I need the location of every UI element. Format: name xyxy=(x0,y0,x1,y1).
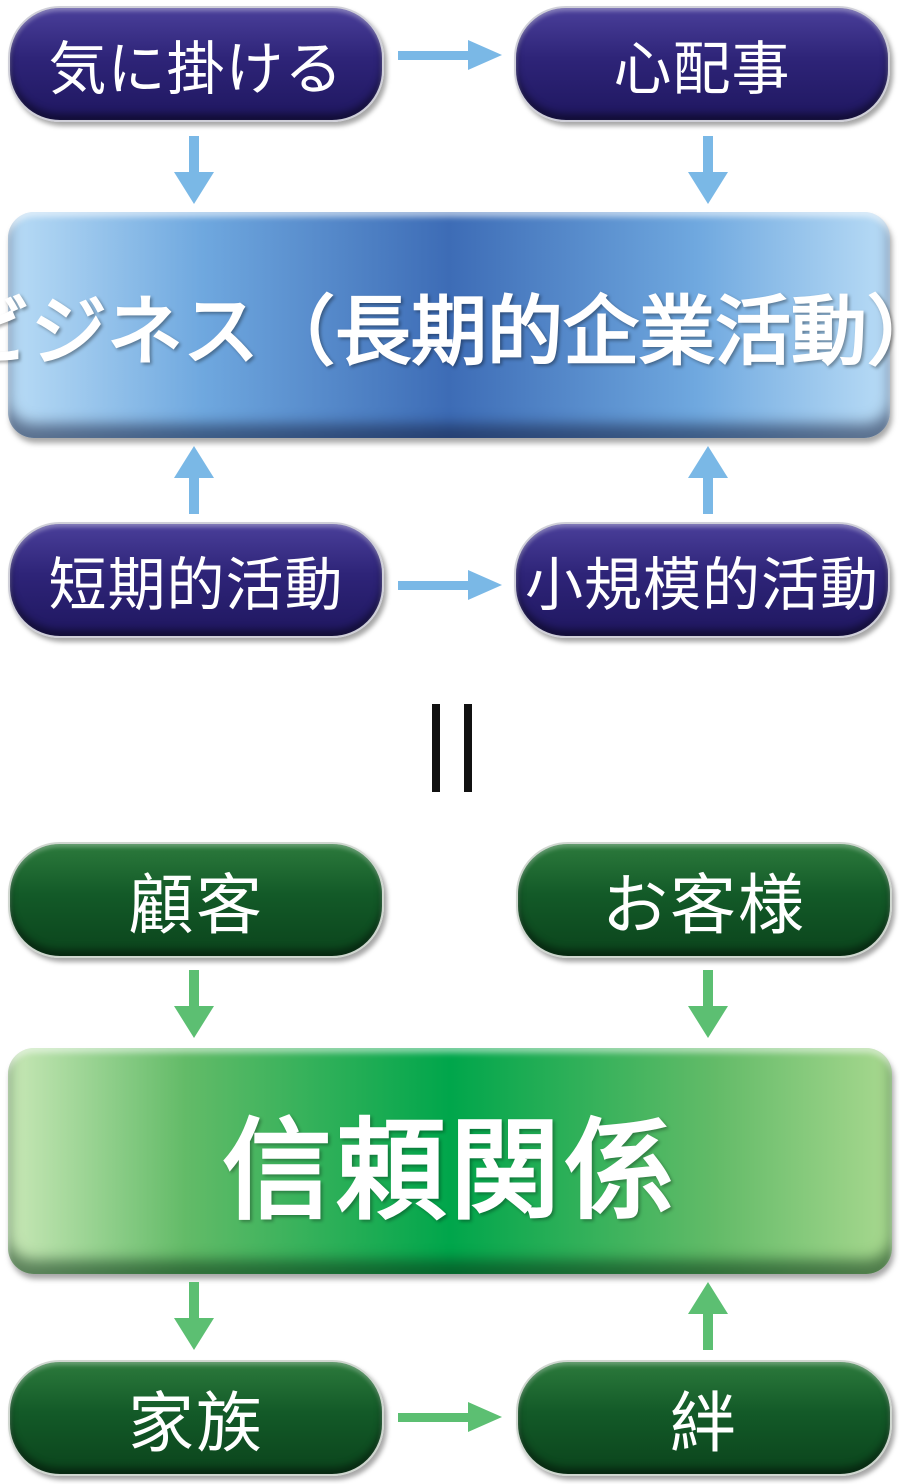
arrow-up-icon xyxy=(688,446,728,514)
node-ki-ni-kakeru: 気に掛ける xyxy=(8,6,384,122)
node-label: 気に掛ける xyxy=(48,35,344,103)
business-bar: ビジネス（長期的企業活動） xyxy=(0,212,900,438)
arrow-right-icon xyxy=(398,570,502,600)
node-label: 絆 xyxy=(670,1385,738,1462)
arrow-down-icon xyxy=(688,136,728,204)
node-kazoku: 家族 xyxy=(8,1360,384,1476)
arrow-down-icon xyxy=(688,970,728,1038)
node-shokibo-katsudo: 小規模的活動 xyxy=(514,522,890,638)
node-label: 短期的活動 xyxy=(48,551,344,619)
node-tanki-katsudo: 短期的活動 xyxy=(8,522,384,638)
node-label: お客様 xyxy=(602,867,806,944)
trust-label: 信頼関係 xyxy=(222,1107,678,1235)
arrow-up-icon xyxy=(688,1282,728,1350)
business-label: ビジネス（長期的企業活動） xyxy=(0,287,900,376)
node-label: 顧客 xyxy=(128,867,264,944)
arrow-right-icon xyxy=(398,40,502,70)
node-label: 心配事 xyxy=(613,35,791,103)
arrow-down-icon xyxy=(174,1282,214,1350)
equals-sign xyxy=(428,704,476,792)
node-kokyaku: 顧客 xyxy=(8,842,384,958)
node-label: 家族 xyxy=(128,1385,264,1462)
trust-bar: 信頼関係 xyxy=(8,1048,892,1274)
node-okyakusama: お客様 xyxy=(516,842,892,958)
arrow-up-icon xyxy=(174,446,214,514)
node-kizuna: 絆 xyxy=(516,1360,892,1476)
node-label: 小規模的活動 xyxy=(524,551,879,619)
arrow-right-icon xyxy=(398,1402,502,1432)
node-shinpaigoto: 心配事 xyxy=(514,6,890,122)
arrow-down-icon xyxy=(174,136,214,204)
arrow-down-icon xyxy=(174,970,214,1038)
